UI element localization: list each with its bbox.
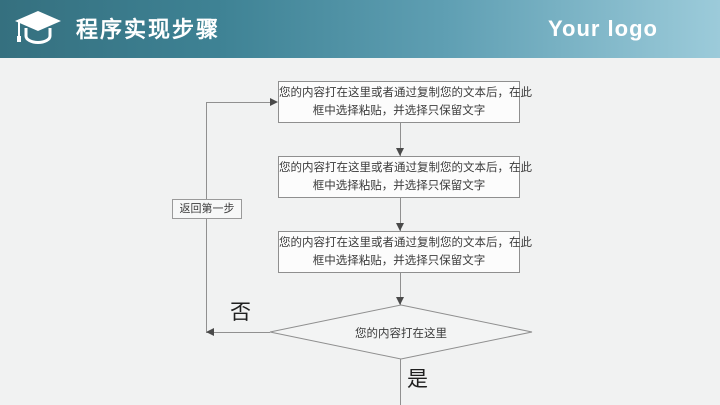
arrowhead-into-box2	[396, 148, 404, 156]
process-box-3-line2: 框中选择粘贴，并选择只保留文字	[312, 255, 486, 267]
connector-loopback-horizontal	[206, 102, 270, 103]
page-title: 程序实现步骤	[76, 17, 221, 42]
connector-box3-decision	[400, 273, 401, 305]
no-branch-label: 否	[230, 301, 251, 324]
logo-text: Your logo	[547, 16, 658, 41]
slide-header: 程序实现步骤 Your logo	[0, 0, 720, 58]
process-box-1-line2: 框中选择粘贴，并选择只保留文字	[312, 105, 486, 117]
arrowhead-into-decision	[396, 297, 404, 305]
arrowhead-no-branch	[206, 328, 214, 336]
arrowhead-into-box1	[270, 98, 278, 106]
arrowhead-into-box3	[396, 223, 404, 231]
connector-box1-box2	[400, 123, 401, 156]
process-box-2: 您的内容打在这里或者通过复制您的文本后，在此 框中选择粘贴，并选择只保留文字	[278, 156, 532, 198]
process-box-2-line1: 您的内容打在这里或者通过复制您的文本后，在此	[279, 162, 532, 174]
process-box-3: 您的内容打在这里或者通过复制您的文本后，在此 框中选择粘贴，并选择只保留文字	[278, 231, 532, 273]
decision-text: 您的内容打在这里	[355, 328, 447, 340]
header-brand: 程序实现步骤	[14, 9, 220, 49]
process-box-3-line1: 您的内容打在这里或者通过复制您的文本后，在此	[279, 237, 532, 249]
process-box-2-line2: 框中选择粘贴，并选择只保留文字	[312, 180, 486, 192]
connector-box2-box3	[400, 198, 401, 231]
process-box-1-line1: 您的内容打在这里或者通过复制您的文本后，在此	[279, 87, 532, 99]
connector-decision-left	[206, 332, 270, 333]
graduation-cap-icon	[15, 11, 61, 44]
return-step-label: 返回第一步	[172, 199, 242, 219]
connector-yes-exit	[400, 359, 401, 405]
yes-branch-label: 是	[407, 368, 428, 391]
process-box-1: 您的内容打在这里或者通过复制您的文本后，在此 框中选择粘贴，并选择只保留文字	[278, 81, 532, 123]
decision-diamond	[269, 304, 533, 360]
